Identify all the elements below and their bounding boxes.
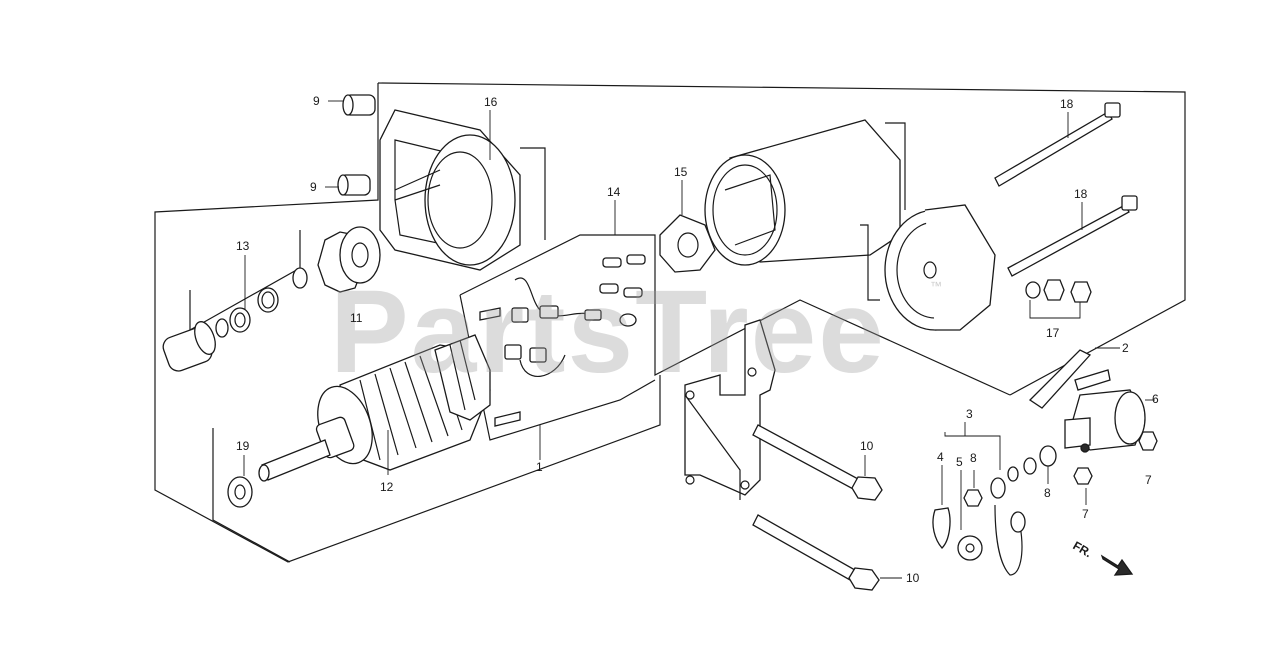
bolt-part-10-bottom: [752, 514, 902, 591]
callout-9-bottom: 9: [310, 180, 317, 194]
watermark-trademark: ™: [930, 279, 942, 293]
callout-14: 14: [607, 185, 621, 199]
callout-18-top: 18: [1060, 97, 1074, 111]
callout-15: 15: [674, 165, 688, 179]
washers-part-8: [963, 445, 1057, 507]
motor-yoke: [704, 119, 906, 266]
cable-set-part-3: [932, 422, 1026, 576]
left-frame: [154, 83, 661, 563]
front-marker-label: FR.: [1071, 538, 1095, 560]
nuts-part-7: [1073, 431, 1158, 505]
through-bolt-part-18-bottom: [1007, 195, 1138, 277]
solenoid-part-6: [1064, 389, 1155, 453]
brush-set-part-14: [479, 200, 646, 460]
brush-plate-part-15: [659, 180, 716, 273]
callout-13: 13: [236, 239, 250, 253]
spacer-part-9-bottom: [325, 174, 371, 196]
mounting-bracket: [684, 319, 776, 500]
front-direction-marker: FR.: [1071, 538, 1134, 576]
callout-16: 16: [484, 95, 498, 109]
callout-11: 11: [350, 311, 363, 325]
middle-frame: [459, 234, 1011, 396]
callout-19: 19: [236, 439, 250, 453]
bolt-part-10-top: [752, 424, 883, 501]
callout-8-right: 8: [1044, 486, 1051, 500]
washer-part-19: [227, 455, 253, 508]
top-frame: [377, 82, 1186, 396]
callout-12: 12: [380, 480, 394, 494]
callout-17: 17: [1046, 326, 1060, 340]
callout-7-right: 7: [1145, 473, 1152, 487]
armature-frame: [212, 428, 291, 563]
callout-6: 6: [1152, 392, 1159, 406]
pinion-assembly: [162, 226, 381, 372]
watermark-text: PartsTree: [330, 266, 886, 398]
callout-10-top: 10: [860, 439, 874, 453]
rear-cover: [860, 204, 996, 331]
terminal-plate-part-2: [1028, 347, 1120, 409]
through-bolt-part-18-top: [994, 102, 1121, 187]
nuts-part-17: [1025, 279, 1092, 319]
watermark: PartsTree ™: [330, 266, 942, 398]
callout-10-bottom: 10: [906, 571, 920, 585]
callout-1: 1: [536, 460, 543, 474]
armature-part-12: [258, 334, 491, 482]
front-cover-part-16: [379, 109, 546, 271]
callout-5: 5: [956, 455, 963, 469]
callout-18-bottom: 18: [1074, 187, 1088, 201]
callout-9-top: 9: [313, 94, 320, 108]
callout-2: 2: [1122, 341, 1129, 355]
callout-8-left: 8: [970, 451, 977, 465]
front-arrow-icon: [1100, 554, 1134, 576]
callout-3: 3: [966, 407, 973, 421]
spacer-part-9-top: [328, 94, 376, 116]
callout-labels: 1 2 3 4 5 6 7 7 8 8 9 9 10 10 11 12 13 1…: [236, 94, 1159, 585]
callout-7-bottom: 7: [1082, 507, 1089, 521]
callout-4: 4: [937, 450, 944, 464]
